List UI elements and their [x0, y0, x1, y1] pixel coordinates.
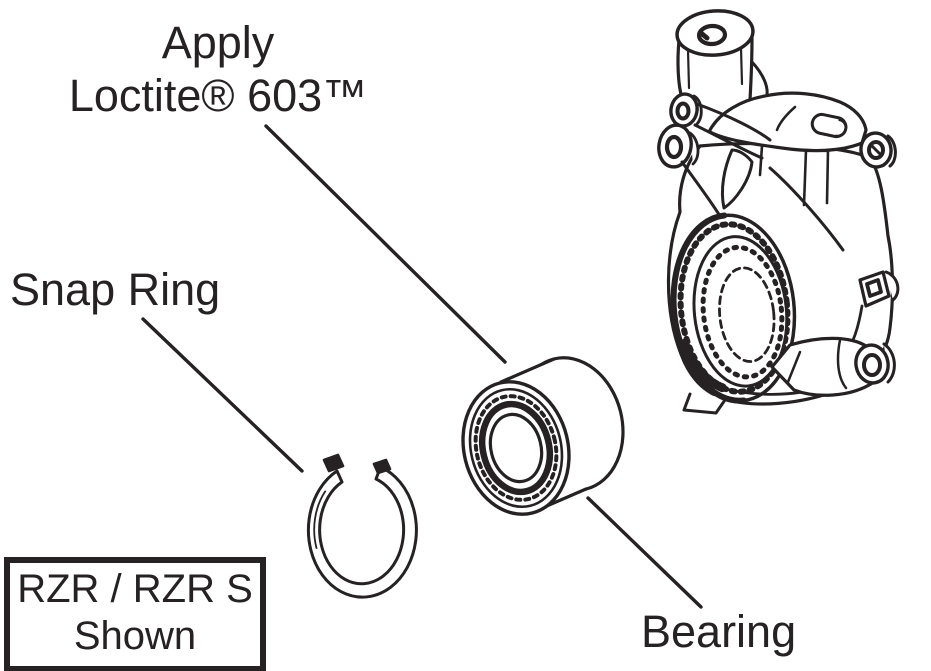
hub-bore: [670, 212, 797, 404]
label-apply-loctite: Apply Loctite® 603™: [40, 16, 396, 122]
snap-ring-drawing: [306, 453, 418, 599]
tie-rod-slot: [810, 112, 848, 139]
steering-arm-plate: [708, 91, 868, 207]
label-bearing: Bearing: [641, 606, 797, 657]
upper-ball-joint-boss: [675, 9, 769, 102]
leader-line-loctite: [264, 124, 507, 364]
label-apply-loctite-line2: Loctite® 603™: [68, 70, 368, 121]
model-caption-box: RZR / RZR S Shown: [4, 557, 266, 671]
wheel-bearing-drawing: [461, 356, 625, 516]
model-caption-line1: RZR / RZR S: [17, 567, 253, 611]
label-snap-ring: Snap Ring: [10, 264, 221, 315]
knuckle-detail-lines: [680, 102, 864, 396]
bearing-bore: [488, 412, 544, 484]
model-caption-line2: Shown: [73, 614, 197, 658]
label-apply-loctite-line1: Apply: [161, 17, 275, 68]
left-mount-bosses: [657, 92, 703, 169]
snap-ring-right-lug: [372, 458, 392, 475]
snap-ring-band: [306, 465, 418, 599]
leader-line-snap-ring: [141, 317, 304, 473]
right-block-boss: [858, 270, 900, 308]
lower-caliper-arm: [770, 336, 896, 397]
leader-line-bearing: [586, 496, 703, 609]
knuckle-bottom-tab: [682, 392, 729, 415]
snap-ring-left-lug: [322, 453, 345, 473]
steering-knuckle-drawing: [657, 9, 900, 415]
arm-corner-boss: [859, 131, 897, 169]
